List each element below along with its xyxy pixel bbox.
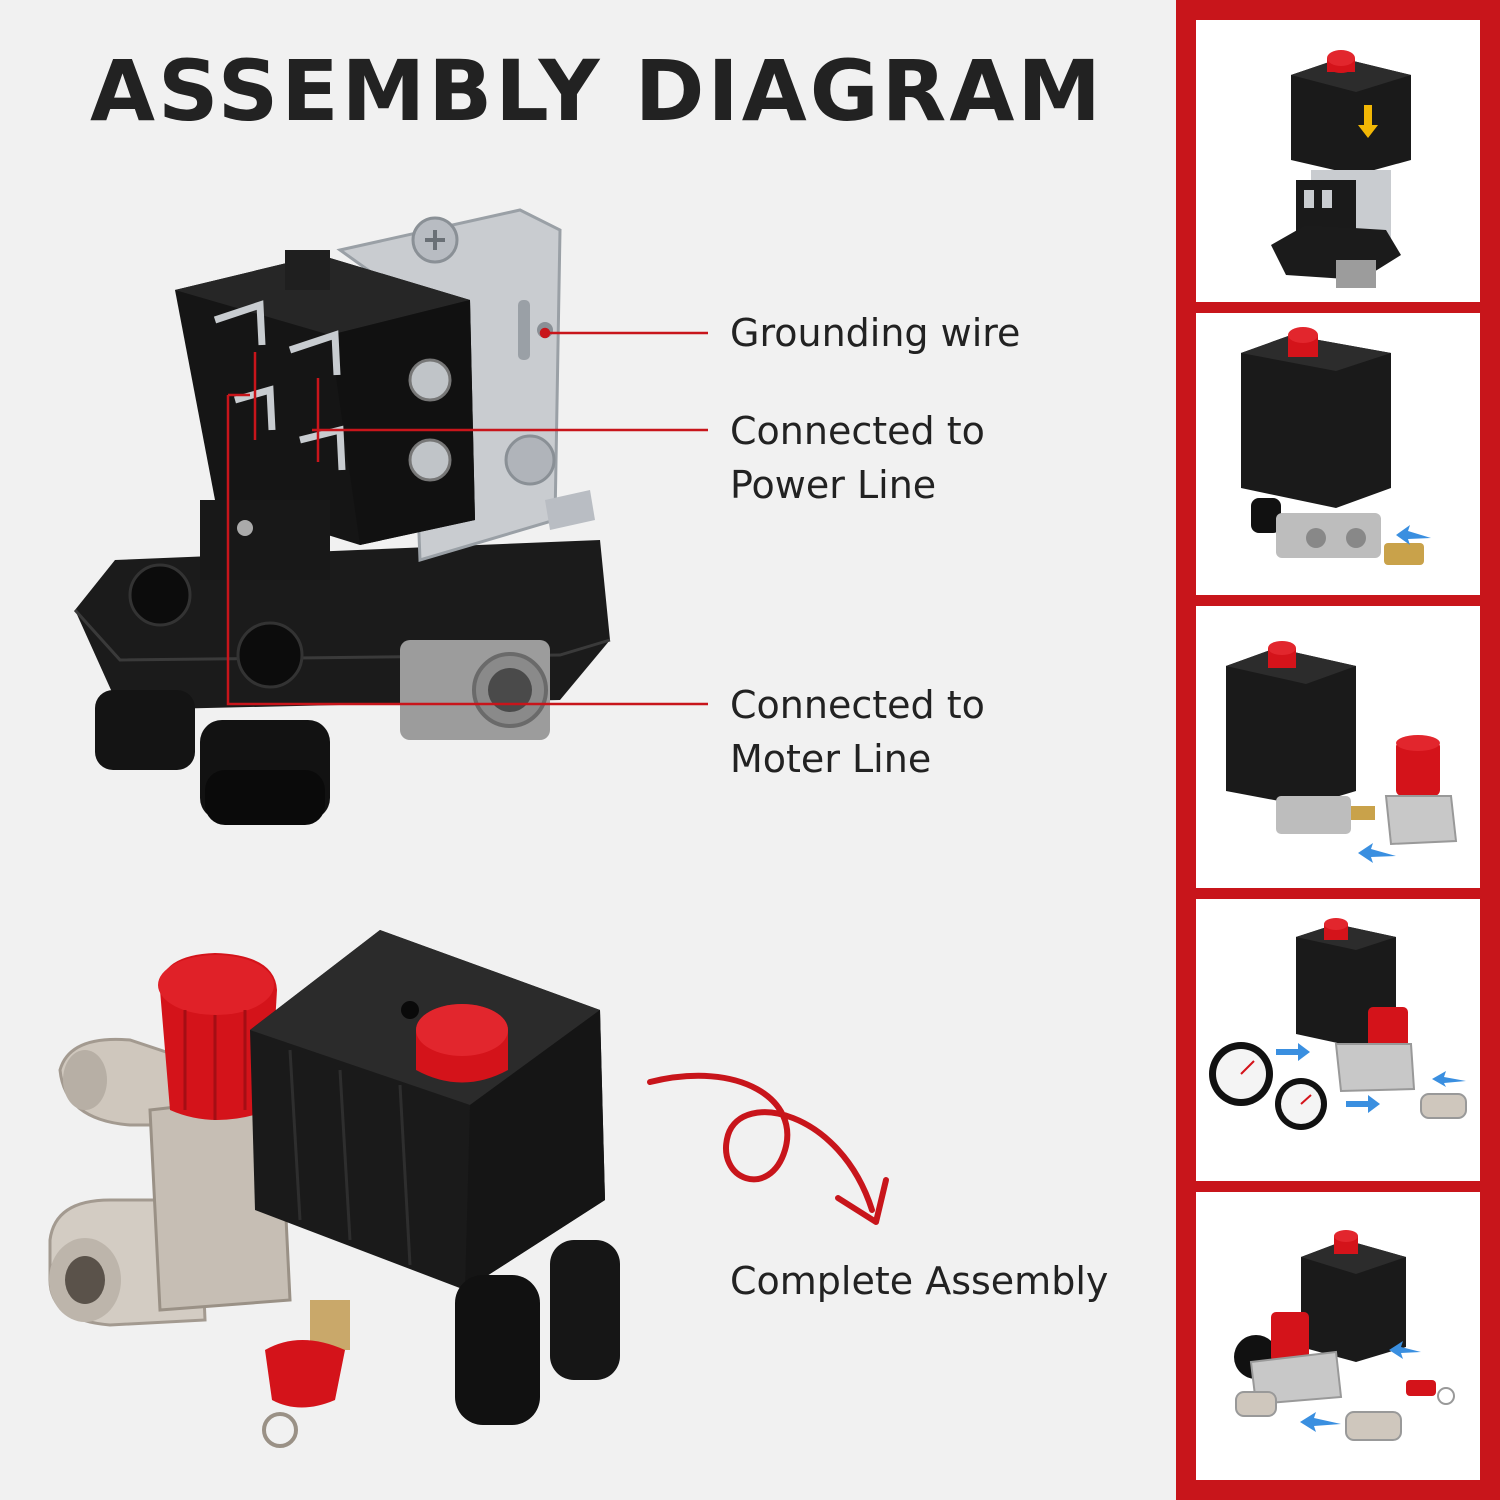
motor-line-label-2: Moter Line <box>730 737 932 781</box>
page-title: ASSEMBLY DIAGRAM <box>90 42 1104 140</box>
left-arrow-icon <box>1389 1341 1421 1359</box>
left-arrow-icon <box>1358 843 1396 863</box>
power-line-label-1: Connected to <box>730 409 985 453</box>
right-arrow-icon <box>1276 1043 1310 1061</box>
motor-line-label-1: Connected to <box>730 683 985 727</box>
complete-assembly-label: Complete Assembly <box>730 1259 1109 1303</box>
step-2-attach-adapter <box>1196 313 1480 595</box>
step-3-attach-regulator <box>1196 606 1480 888</box>
steps-sidebar <box>1176 0 1500 1500</box>
step-5-attach-valve-and-coupler <box>1196 1192 1480 1480</box>
curly-arrow <box>647 1072 875 1213</box>
step-4-attach-gauges <box>1196 899 1480 1181</box>
down-arrow-icon <box>1358 105 1378 138</box>
main-illustration <box>48 208 889 1448</box>
grounding-wire-label: Grounding wire <box>730 311 1021 355</box>
complete-assembly-image <box>48 930 620 1448</box>
left-arrow-icon <box>1396 525 1431 545</box>
motor-callout-line <box>226 395 708 706</box>
left-arrow-icon <box>1432 1071 1466 1087</box>
power-line-label-2: Power Line <box>730 463 937 507</box>
pressure-switch-open-image <box>73 208 611 825</box>
step-1-remove-cover <box>1196 20 1480 302</box>
right-arrow-icon <box>1346 1095 1380 1113</box>
left-arrow-icon <box>1300 1412 1341 1432</box>
callout-lines <box>226 327 708 706</box>
